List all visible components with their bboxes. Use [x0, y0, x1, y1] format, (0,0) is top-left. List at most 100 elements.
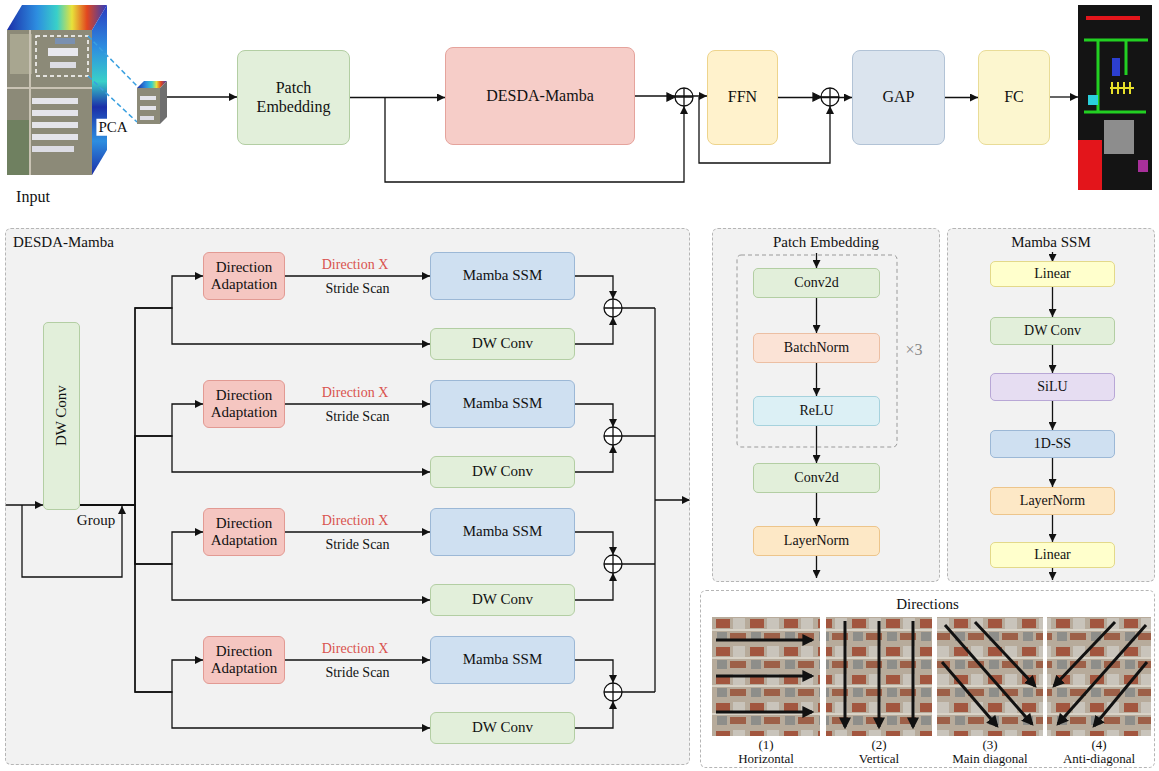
direction-image: [716, 711, 812, 714]
caption-number: (2): [869, 738, 888, 752]
input-cube: [88, 36, 137, 122]
box-label: BatchNorm: [784, 340, 849, 356]
caption-number: (3): [980, 738, 999, 752]
layer-box: Linear: [990, 261, 1115, 287]
input-cube: [32, 110, 78, 116]
direction-label: Direction X: [320, 513, 390, 528]
flow-wire: [575, 276, 613, 299]
caption-text: Anti-diagonal: [1061, 752, 1137, 766]
box-label: DW Conv: [53, 386, 70, 447]
input-cube: [7, 120, 29, 175]
image-label: Input: [14, 188, 52, 206]
box-label: Patch Embedding: [242, 79, 345, 116]
process-box: DESDA-Mamba: [445, 47, 635, 145]
layer-box: ReLU: [753, 396, 880, 426]
flow-wire: [575, 445, 613, 472]
input-cube: [50, 62, 76, 68]
module-panel: Patch EmbeddingConv2dBatchNormReLUConv2d…: [712, 228, 940, 582]
connector: [80, 505, 430, 728]
connector: [1052, 287, 1053, 317]
output-map: [1112, 58, 1120, 76]
layer-box: LayerNorm: [990, 487, 1115, 515]
direction-image: [826, 617, 932, 736]
patch-cube: [140, 96, 156, 100]
adaptation-box: Direction Adaptation: [203, 380, 285, 428]
flow-wire: [575, 404, 613, 427]
direction-image: [945, 625, 1032, 724]
connector: [816, 363, 817, 396]
flow-wire: [575, 317, 613, 344]
add-symbol: [604, 555, 622, 573]
box-label: Mamba SSM: [463, 651, 543, 668]
connector: [80, 308, 430, 505]
direction-image: [937, 617, 1043, 736]
flow-wire: [22, 505, 122, 577]
direction-label: Direction X: [320, 385, 390, 400]
add-symbol: [604, 299, 622, 317]
direction-label: Direction X: [320, 641, 390, 656]
flow-wire: [575, 660, 613, 683]
input-cube: [36, 36, 88, 76]
layer-box: LayerNorm: [753, 526, 880, 556]
connector: [80, 404, 203, 505]
direction-image: [844, 621, 847, 727]
step-label: PCA: [96, 119, 129, 136]
connector: [1052, 345, 1053, 373]
flow-wire: [655, 499, 690, 500]
input-cube: [32, 122, 78, 128]
direction-image: [712, 617, 1151, 736]
patch-cube: [140, 106, 156, 110]
output-map: [1088, 95, 1098, 105]
panel-title: DESDA-Mamba: [6, 234, 689, 251]
layer-box: SiLU: [990, 373, 1115, 401]
caption-number: (1): [756, 738, 775, 752]
add-symbol: [675, 88, 693, 106]
direction-image: [716, 639, 812, 642]
repeat-bracket: [737, 255, 897, 447]
process-box: FC: [978, 50, 1050, 145]
panel-title: Directions: [701, 596, 1154, 613]
connector: [80, 505, 430, 600]
connector: [285, 275, 430, 276]
patch-cube: [137, 88, 160, 124]
layer-box: BatchNorm: [753, 333, 880, 363]
box-label: GAP: [882, 88, 914, 106]
box-label: ReLU: [799, 403, 833, 419]
box-label: DW Conv: [472, 463, 533, 480]
box-label: Conv2d: [794, 470, 838, 486]
connector: [1052, 401, 1053, 430]
flow-wire: [575, 532, 613, 555]
box-label: FFN: [728, 88, 757, 106]
conv-box: DW Conv: [430, 584, 575, 616]
input-cube: [7, 30, 92, 175]
connector: [1052, 458, 1053, 487]
conv-box: DW Conv: [430, 712, 575, 744]
box-label: DW Conv: [472, 335, 533, 352]
box-label: Direction Adaptation: [208, 515, 280, 550]
add-symbol: [604, 683, 622, 701]
direction-label: Direction X: [320, 257, 390, 272]
layer-box: Linear: [990, 542, 1115, 568]
repeat-bracket: [737, 255, 897, 447]
box-label: Mamba SSM: [463, 523, 543, 540]
box-label: DW Conv: [1024, 323, 1081, 339]
output-map: [1110, 82, 1134, 94]
box-label: Conv2d: [794, 275, 838, 291]
flow-wire: [5, 504, 43, 505]
connector: [285, 659, 430, 660]
caption-text: Vertical: [857, 752, 901, 766]
panel-ground: [712, 228, 940, 582]
box-label: Direction Adaptation: [208, 643, 280, 678]
layer-box: Conv2d: [753, 268, 880, 298]
direction-image: [1058, 625, 1146, 724]
output-map: [1104, 120, 1134, 154]
module-panel: Mamba SSMLinearDW ConvSiLU1D-SSLayerNorm…: [947, 228, 1155, 582]
input-cube: [7, 5, 137, 175]
box-label: LayerNorm: [1020, 493, 1085, 509]
input-cube: [7, 5, 107, 30]
process-box: FFN: [707, 50, 778, 145]
adaptation-box: Direction Adaptation: [203, 636, 285, 684]
box-label: Direction Adaptation: [208, 259, 280, 294]
patch-cube: [137, 81, 167, 124]
layer-box: 1D-SS: [990, 430, 1115, 458]
